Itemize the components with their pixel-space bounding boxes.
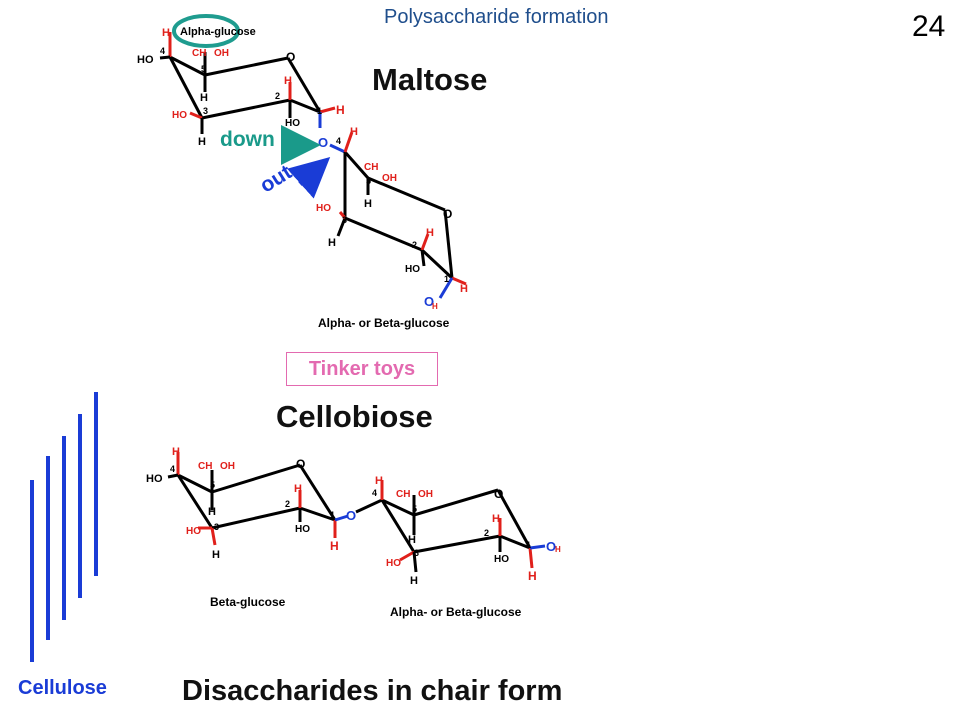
atom-oh: OH — [382, 173, 397, 184]
atom-ho: HO — [186, 526, 201, 537]
anomeric-oxygen: O — [546, 539, 556, 554]
ring-oxygen: O — [494, 487, 503, 501]
cellulose-bars — [30, 392, 98, 662]
atom-ch: CH — [198, 461, 212, 472]
glycosidic-oxygen: O — [346, 508, 356, 523]
atom-ho: HO — [285, 118, 300, 129]
atom-h: H — [528, 569, 537, 583]
ring-position-5: 5 — [210, 480, 215, 490]
anomeric-oxygen: O — [424, 294, 434, 309]
atom-h: H — [432, 302, 438, 311]
ring-oxygen: O — [286, 50, 295, 64]
ring-position-1: 1 — [526, 540, 531, 550]
ring-oxygen: O — [443, 207, 452, 221]
atom-ho: HO — [172, 110, 187, 121]
maltose-ring-2 — [329, 131, 467, 299]
atom-ch: CH — [364, 162, 378, 173]
glycosidic-oxygen: O — [318, 135, 328, 150]
alpha-glucose-caption: Alpha-glucose — [180, 26, 256, 38]
ring-position-2: 2 — [285, 499, 290, 509]
atom-h: H — [364, 198, 372, 210]
atom-ho: HO — [494, 554, 509, 565]
ring-position-4: 4 — [160, 46, 165, 56]
disaccharides-title: Disaccharides in chair form — [182, 675, 563, 707]
atom-h: H — [330, 539, 339, 553]
atom-ho: HO — [386, 558, 401, 569]
atom-oh: OH — [418, 489, 433, 500]
ring-position-2: 2 — [275, 91, 280, 101]
atom-ho: HO — [146, 473, 163, 485]
atom-h: H — [198, 136, 206, 148]
tinker-toys-box: Tinker toys — [286, 352, 438, 386]
atom-ch: CH — [192, 48, 206, 59]
ring-position-3: 3 — [342, 215, 347, 225]
ring-position-3: 3 — [203, 106, 208, 116]
ring-position-5: 5 — [201, 64, 206, 74]
cellobiose-ring-2 — [355, 480, 546, 573]
atom-h: H — [200, 92, 208, 104]
atom-ho: HO — [295, 524, 310, 535]
atom-h: H — [162, 27, 170, 39]
atom-h: H — [426, 227, 434, 239]
atom-h: H — [375, 475, 383, 487]
cellobiose-title: Cellobiose — [276, 399, 433, 434]
atom-h: H — [492, 513, 500, 525]
atom-h: H — [284, 75, 292, 87]
alpha-or-beta-caption-2: Alpha- or Beta-glucose — [390, 605, 522, 619]
ring-position-1: 1 — [317, 106, 322, 116]
atom-h: H — [212, 549, 220, 561]
atom-h: H — [294, 483, 302, 495]
ring-position-4: 4 — [336, 136, 341, 146]
maltose-title: Maltose — [372, 62, 488, 97]
ring-position-2: 2 — [412, 240, 417, 250]
alpha-glucose-highlight-circle — [172, 14, 240, 48]
atom-h: H — [328, 237, 336, 249]
ring-position-5: 5 — [366, 176, 371, 186]
ring-oxygen: O — [296, 457, 305, 471]
atom-h: H — [408, 534, 416, 546]
ring-position-1: 1 — [444, 274, 449, 284]
slide-number: 24 — [912, 10, 946, 43]
atom-ho: HO — [405, 264, 420, 275]
ring-position-3: 3 — [414, 548, 419, 558]
down-label: down — [220, 128, 275, 151]
atom-h: H — [460, 283, 468, 295]
atom-ho: HO — [137, 54, 154, 66]
atom-h: H — [555, 545, 561, 554]
atom-h: H — [172, 446, 180, 458]
alpha-or-beta-caption-1: Alpha- or Beta-glucose — [318, 316, 450, 330]
atom-ho: HO — [316, 203, 331, 214]
atom-h: H — [350, 126, 358, 138]
ring-position-4: 4 — [170, 464, 175, 474]
ring-position-2: 2 — [484, 528, 489, 538]
out-arrow — [287, 156, 331, 199]
ring-position-5: 5 — [412, 504, 417, 514]
cellobiose-ring-1 — [167, 452, 349, 546]
atom-h: H — [410, 575, 418, 587]
atom-ch: CH — [396, 489, 410, 500]
ring-position-3: 3 — [214, 522, 219, 532]
cellulose-label: Cellulose — [18, 677, 107, 699]
atom-h: H — [336, 103, 345, 117]
slide-header: Polysaccharide formation — [384, 6, 609, 28]
ring-position-1: 1 — [330, 510, 335, 520]
ring-position-4: 4 — [372, 488, 377, 498]
atom-oh: OH — [220, 461, 235, 472]
maltose-ring-1 — [159, 32, 336, 134]
atom-oh: OH — [214, 48, 229, 59]
beta-glucose-caption: Beta-glucose — [210, 595, 286, 609]
atom-h: H — [208, 506, 216, 518]
